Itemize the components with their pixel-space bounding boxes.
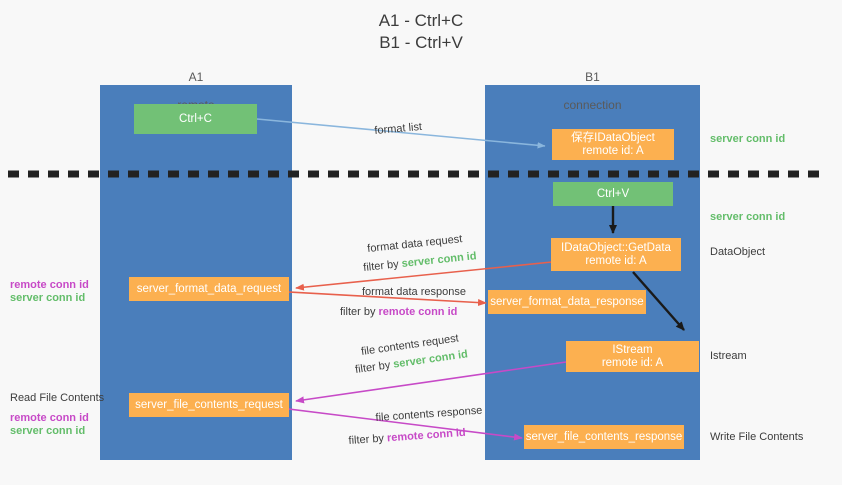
annotation-server-conn-id-upper: server conn id [10,292,86,304]
box-istream-line2: remote id: A [601,356,664,369]
label-file-contents-response-text: file contents response [375,404,483,424]
box-save-idataobject[interactable]: 保存IDataObject remote id: A [552,129,674,160]
label-format-list: format list [374,121,423,137]
label-file-contents-response: file contents response [375,405,483,424]
page-title: A1 - Ctrl+C B1 - Ctrl+V [378,11,464,52]
annotation-conn-ids-upper: remote conn id server conn id [10,279,89,305]
label-format-data-request-filter-value: server conn id [401,250,478,270]
annotation-server-conn-id-mid: server conn id [710,211,785,224]
box-ctrl-c-label: Ctrl+C [179,112,212,125]
label-file-contents-response-filter-prefix: filter by [348,432,388,447]
lane-b1-header: B1 connection [485,56,700,112]
box-server-file-contents-response[interactable]: server_file_contents_response [524,425,684,449]
label-format-data-response-filter-prefix: filter by [340,306,379,318]
lane-a1-title: A1 [188,70,204,84]
annotation-istream: Istream [710,350,747,363]
box-server-file-contents-request-label: server_file_contents_request [135,398,283,411]
label-format-list-text: format list [373,120,423,137]
box-server-format-data-request[interactable]: server_format_data_request [129,277,289,301]
label-file-contents-request-filter-prefix: filter by [354,358,395,376]
annotation-read-file-contents-text: Read File Contents [10,392,105,404]
lane-b1-subtitle: connection [563,98,622,112]
box-save-idataobject-line1: 保存IDataObject [571,131,655,144]
annotation-remote-conn-id-upper: remote conn id [10,279,89,291]
box-ctrl-c[interactable]: Ctrl+C [134,104,257,134]
annotation-server-conn-id-lower: server conn id [10,425,86,437]
box-idataobject-getdata[interactable]: IDataObject::GetData remote id: A [551,238,681,271]
annotation-read-file-contents: Read File Contents [10,392,104,405]
lane-b1-title: B1 [585,70,600,84]
label-format-data-request-filter-prefix: filter by [362,258,403,274]
box-server-format-data-response[interactable]: server_format_data_response [488,290,646,314]
annotation-server-conn-id-mid-text: server conn id [710,211,786,223]
box-server-format-data-request-label: server_format_data_request [136,282,282,295]
box-ctrl-v[interactable]: Ctrl+V [553,182,673,206]
annotation-dataobject: DataObject [710,246,765,259]
box-save-idataobject-line2: remote id: A [582,144,644,157]
label-format-data-response-filter-value: remote conn id [378,306,458,318]
box-istream[interactable]: IStream remote id: A [566,341,699,372]
annotation-write-file-contents-text: Write File Contents [710,431,804,443]
label-format-data-response-text: format data response [362,286,466,298]
label-format-data-request: format data request [367,233,463,255]
box-idataobject-getdata-line2: remote id: A [585,254,647,267]
box-istream-line1: IStream [612,343,653,356]
annotation-write-file-contents: Write File Contents [710,431,803,444]
annotation-conn-ids-lower: remote conn id server conn id [10,412,89,438]
box-server-file-contents-request[interactable]: server_file_contents_request [129,393,289,417]
annotation-remote-conn-id-lower: remote conn id [10,412,89,424]
box-ctrl-v-label: Ctrl+V [596,187,630,200]
label-file-contents-response-filter-value: remote conn id [386,426,467,445]
label-format-data-response-filter: filter by remote conn id [340,306,457,318]
box-server-format-data-response-label: server_format_data_response [490,295,644,308]
label-format-data-request-text: format data request [366,233,463,255]
annotation-dataobject-text: DataObject [710,246,766,258]
label-file-contents-response-filter: filter by remote conn id [348,427,466,447]
annotation-server-conn-id-top: server conn id [710,133,785,146]
annotation-istream-text: Istream [710,350,747,362]
box-server-file-contents-response-label: server_file_contents_response [525,430,683,443]
label-format-data-response: format data response [362,286,466,298]
annotation-server-conn-id-top-text: server conn id [710,133,786,145]
box-idataobject-getdata-line1: IDataObject::GetData [561,241,671,254]
